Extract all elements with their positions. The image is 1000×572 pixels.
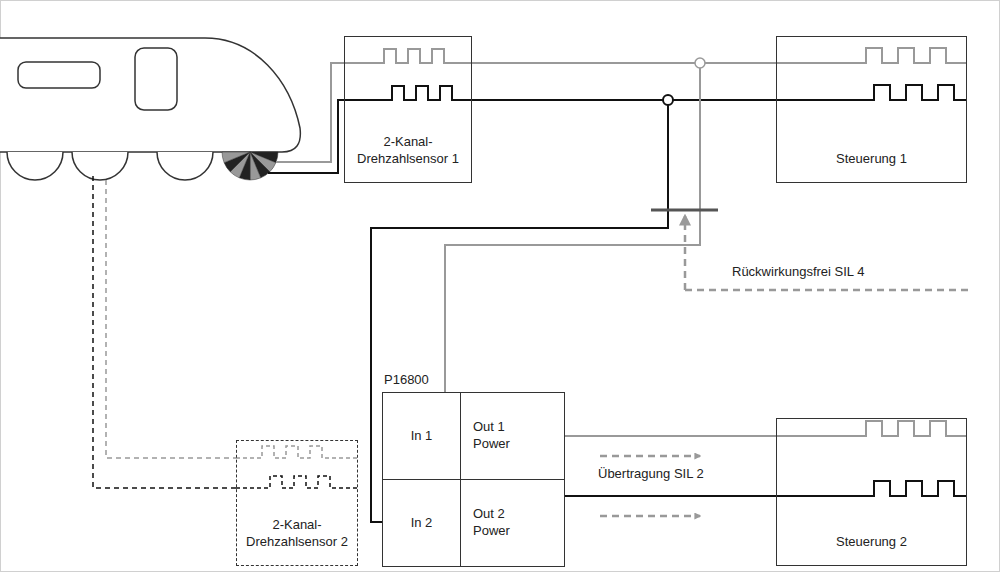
transmission-arrow xyxy=(600,455,700,458)
pulse-signal xyxy=(776,48,967,63)
pulse-signals xyxy=(236,48,967,496)
sensor-box: 2-Kanal-Drehzahlsensor 1 xyxy=(344,36,472,183)
train-door xyxy=(135,48,177,110)
output-box: Out 1 Power xyxy=(460,392,565,480)
pulse-signal xyxy=(776,85,967,100)
train-wheel xyxy=(72,152,128,180)
node-text: In 1 xyxy=(411,428,433,445)
node-text: 2-Kanal-Drehzahlsensor 2 xyxy=(243,517,351,551)
signal-wire xyxy=(276,63,344,162)
device-box: P16800In 1Out 1 PowerIn 2Out 2 Power xyxy=(382,392,565,567)
input-box: In 1 xyxy=(382,392,461,480)
signal-wire-dashed xyxy=(106,180,236,458)
feedback-free-arrow xyxy=(684,216,687,290)
node-text: Steuerung 1 xyxy=(836,151,907,168)
node-text: In 2 xyxy=(411,515,433,532)
feedback-free-line xyxy=(685,289,972,292)
transmission-arrow xyxy=(600,515,700,518)
isolation-barrier xyxy=(651,209,718,212)
safety-note: Rückwirkungsfrei SIL 4 xyxy=(732,264,864,279)
pulse-signal xyxy=(344,86,472,100)
node-text: P16800 xyxy=(384,372,429,389)
signal-line xyxy=(565,495,776,497)
wheel-sector xyxy=(250,152,261,180)
input-box: In 2 xyxy=(382,479,461,567)
wheel-sector xyxy=(222,152,250,163)
pulse-signal xyxy=(776,481,967,496)
node-text: Out 2 Power xyxy=(473,506,521,540)
node-text: Out 1 Power xyxy=(473,419,521,453)
pulse-signal xyxy=(236,476,358,488)
train-body xyxy=(0,38,300,152)
controller-box: Steuerung 2 xyxy=(776,418,967,566)
node-text: Steuerung 2 xyxy=(836,534,907,551)
train-wheel xyxy=(157,152,213,180)
signal-line xyxy=(565,435,776,437)
train-wheel xyxy=(7,152,63,180)
train-window xyxy=(18,62,100,88)
pulse-signal xyxy=(344,49,472,63)
pulse-signal xyxy=(776,421,967,436)
output-box: Out 2 Power xyxy=(460,479,565,567)
signal-wire-dashed xyxy=(93,176,236,488)
sensor-wheel xyxy=(222,152,278,180)
pulse-signal xyxy=(236,446,358,458)
controller-box: Steuerung 1 xyxy=(776,36,967,183)
sensor-box-optional: 2-Kanal-Drehzahlsensor 2 xyxy=(236,440,358,566)
junction-dot xyxy=(695,58,705,68)
node-text: 2-Kanal-Drehzahlsensor 1 xyxy=(351,134,465,168)
signal-wire xyxy=(268,100,344,173)
junction-dot xyxy=(663,95,673,105)
safety-note: Übertragung SIL 2 xyxy=(598,466,704,481)
